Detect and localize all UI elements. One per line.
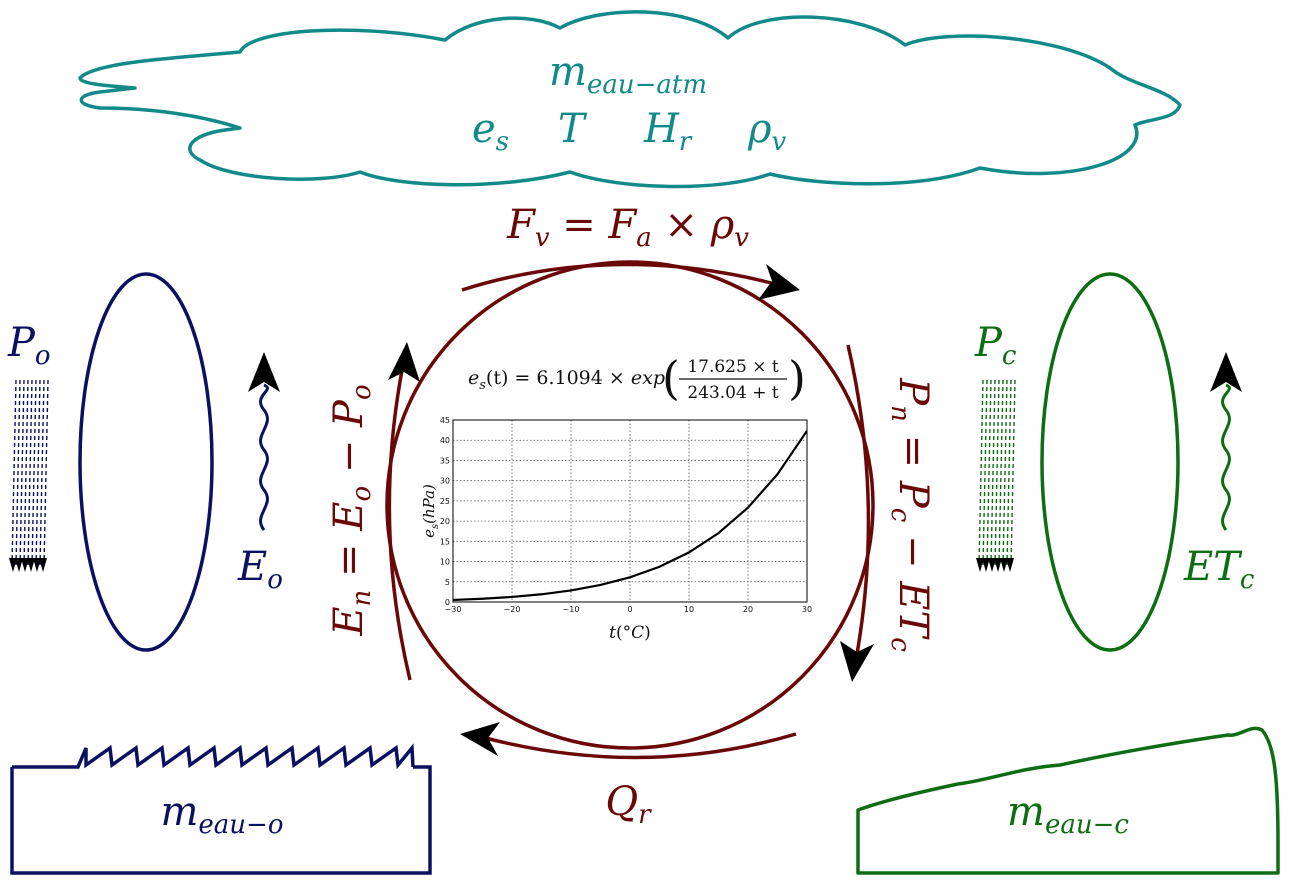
atmosphere-water-mass-label: meau−atm: [549, 49, 707, 100]
vapor-density-label: ρv: [747, 106, 787, 157]
chart-formula-numerator: 17.625 × t: [687, 357, 779, 377]
chart-grid: [453, 420, 807, 602]
vapor-flux-arrow: [461, 262, 800, 300]
ocean-loop: [78, 272, 214, 652]
saturation-vapor-pressure-label: es: [472, 106, 509, 157]
continent-precipitation-label: Pc: [974, 320, 1017, 371]
chart-ytick-label: 40: [440, 436, 450, 445]
ocean-reservoir: [10, 743, 432, 875]
saturation-vapor-pressure-chart: es(t) = 6.1094 × exp ( 17.625 × t 243.04…: [420, 351, 812, 643]
chart-ytick-label: 20: [440, 517, 450, 526]
temperature-label: T: [558, 106, 588, 152]
ocean-water-mass-label: meau−o: [160, 789, 283, 840]
atmosphere-variables: es T Hr ρv: [472, 106, 787, 157]
atmosphere-cloud: [78, 10, 1182, 189]
chart-formula-denominator: 243.04 + t: [687, 383, 779, 403]
net-precipitation-equation: Pn = Pc − ETc: [885, 377, 936, 652]
runoff-arrow: [460, 722, 797, 760]
vapor-flux-equation: Fv = Fa × ρv: [506, 202, 749, 253]
ocean-precipitation-label: Po: [7, 320, 51, 371]
chart-formula-paren-right: ): [788, 351, 806, 405]
ocean-evaporation-arrow: [248, 352, 280, 531]
chart-plot-frame: [452, 419, 808, 603]
continent-reservoir: [856, 726, 1280, 875]
chart-ytick-label: 25: [440, 497, 450, 506]
chart-ytick-label: 35: [440, 456, 450, 465]
chart-formula: es(t) = 6.1094 × exp: [468, 367, 665, 393]
relative-humidity-label: Hr: [643, 106, 693, 157]
net-evaporation-arrow: [387, 342, 420, 681]
net-evaporation-equation: En = Eo − Po: [326, 384, 377, 636]
chart-ticks: −30 −20 −10 0 10 20 30 0 5 10 15 20 25 30 35 40 45: [440, 416, 812, 614]
chart-xtick-label: 20: [743, 605, 753, 614]
chart-xtick-label: −30: [445, 605, 462, 614]
ocean-rain-arrowheads: [9, 558, 47, 572]
chart-xtick-label: 30: [802, 605, 812, 614]
continent-rain-lines: [978, 379, 1016, 566]
runoff-label: Qr: [605, 779, 652, 830]
chart-formula-paren-left: (: [662, 351, 680, 405]
net-precipitation-arrow: [840, 344, 874, 682]
chart-xtick-label: 0: [627, 605, 632, 614]
chart-ytick-label: 5: [445, 578, 450, 587]
continent-water-mass-label: meau−c: [1007, 789, 1129, 840]
chart-xtick-label: 10: [684, 605, 694, 614]
chart-xtick-label: −10: [563, 605, 580, 614]
ocean-rain-lines: [11, 379, 49, 566]
chart-ytick-label: 45: [440, 416, 450, 425]
chart-ytick-label: 30: [440, 477, 450, 486]
chart-xlabel: t(°C): [609, 623, 651, 643]
chart-ylabel: es(hPa): [420, 484, 441, 538]
continent-evapotranspiration-arrow: [1210, 352, 1242, 531]
ocean-evaporation-label: Eo: [237, 544, 283, 595]
cycle-circle: [385, 260, 875, 750]
chart-ytick-label: 10: [440, 558, 450, 567]
chart-xtick-label: −20: [504, 605, 521, 614]
continent-evapotranspiration-label: ETc: [1183, 544, 1255, 595]
continent-rain-arrowheads: [976, 558, 1014, 572]
chart-curve: [453, 430, 807, 602]
chart-ytick-label: 0: [445, 598, 450, 607]
continent-loop: [1040, 272, 1180, 652]
chart-ytick-label: 15: [440, 537, 450, 546]
